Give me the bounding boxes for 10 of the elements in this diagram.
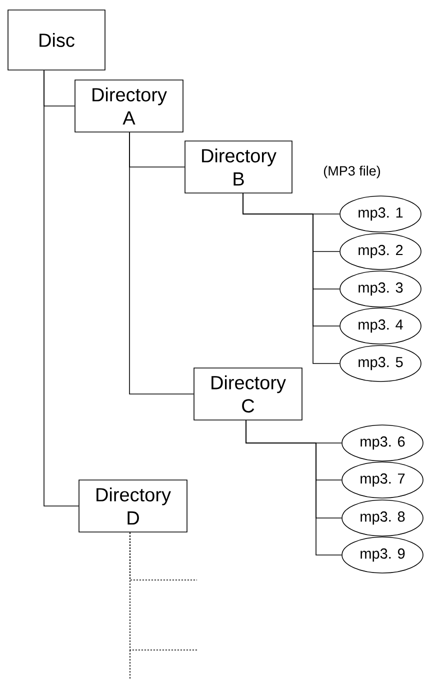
connector-line (242, 193, 340, 364)
directory-box: Directory C (194, 368, 302, 420)
note-text: (MP3 file) (324, 166, 380, 178)
directory-box: Directory A (74, 80, 184, 132)
directory-box: Directory D (78, 480, 188, 532)
connector-line (129, 132, 194, 394)
connector-line (246, 420, 342, 556)
directory-box: Directory B (184, 140, 292, 194)
connector-line (44, 70, 79, 506)
dotted-line (130, 532, 198, 680)
